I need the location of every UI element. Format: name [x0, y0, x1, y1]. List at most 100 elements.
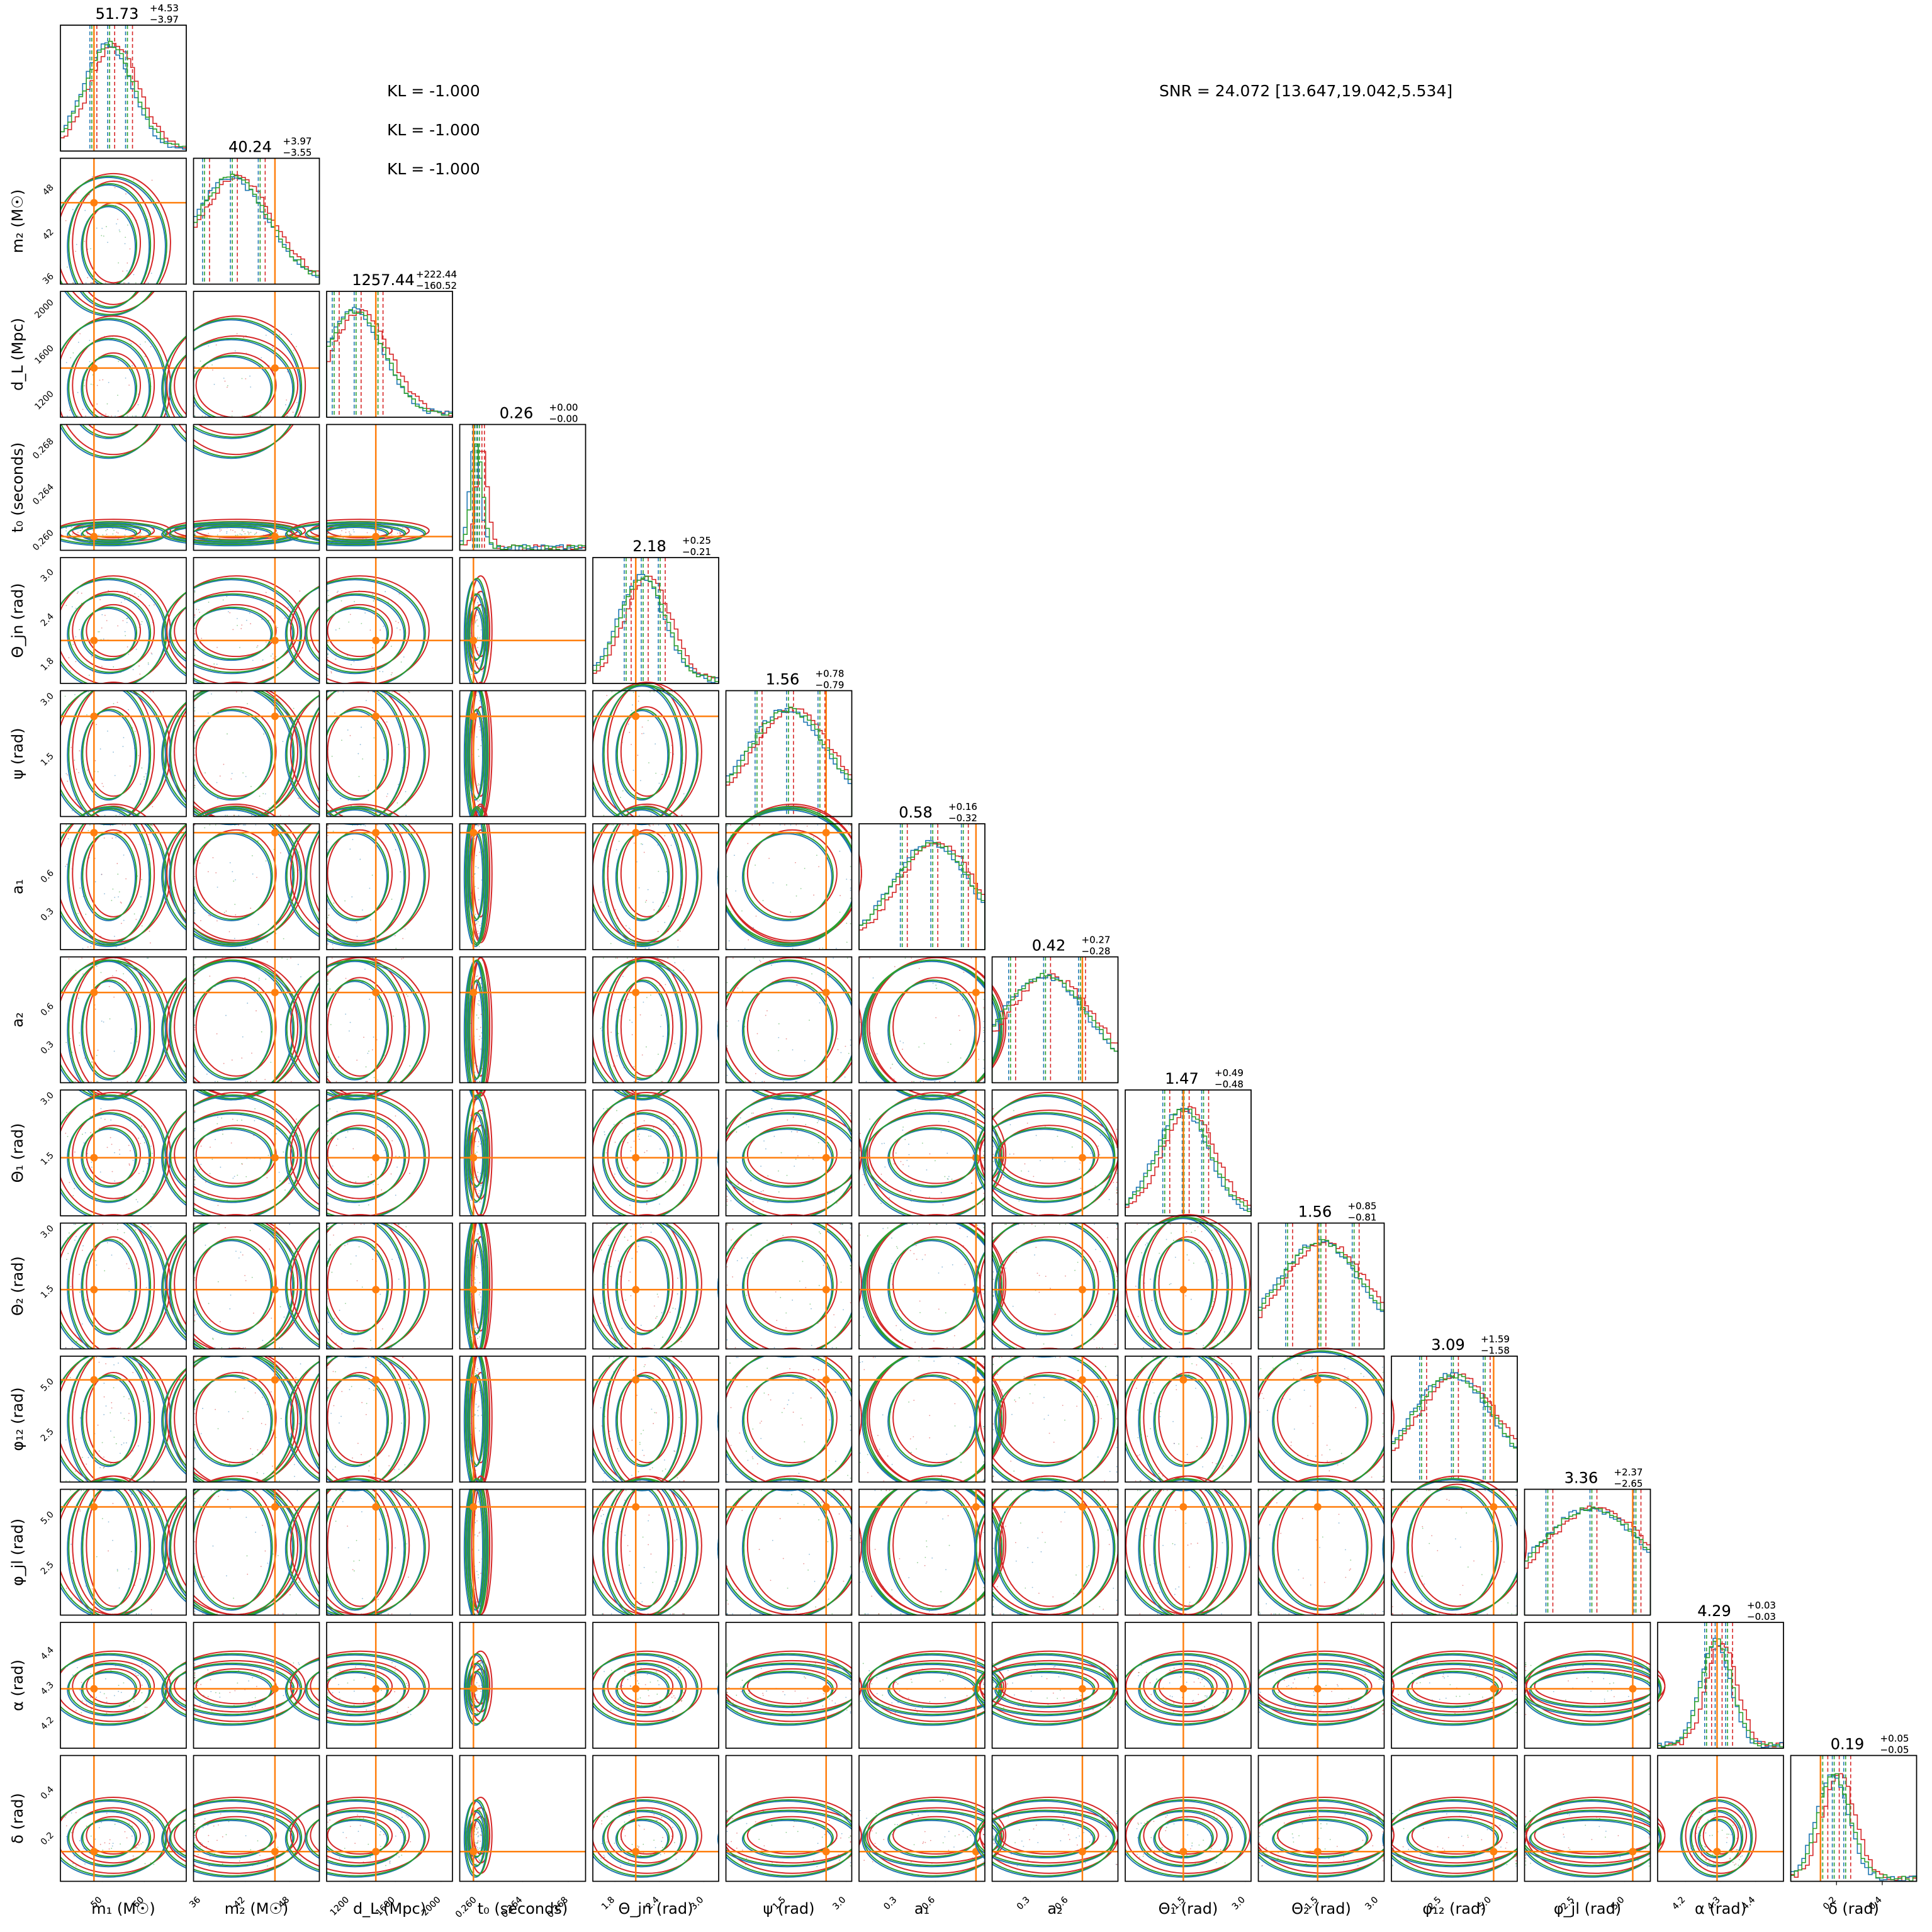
sample-dot [86, 714, 87, 716]
sample-dot [210, 915, 211, 917]
sample-dot [332, 830, 334, 832]
sample-dot [382, 671, 384, 673]
sample-dot [1191, 1232, 1193, 1233]
sample-dot [254, 1392, 256, 1394]
contour-2-0 [82, 606, 138, 660]
sample-dot [929, 1196, 930, 1198]
contour-0-2 [592, 682, 702, 822]
sample-dot [234, 904, 236, 906]
sample-dot [882, 1414, 884, 1416]
sample-dot [233, 814, 235, 816]
sample-dot [897, 1247, 899, 1249]
sample-dot [199, 612, 201, 613]
sample-dot [339, 627, 340, 629]
sample-dot [115, 814, 117, 816]
sample-dot [129, 248, 131, 250]
sample-dot [250, 386, 252, 388]
sample-dot [213, 663, 215, 665]
sample-dot [337, 691, 339, 693]
sample-dot [70, 1543, 72, 1545]
sample-dot [128, 385, 130, 386]
sample-dot [1186, 1254, 1188, 1255]
sample-dot [610, 773, 612, 775]
sample-dot [810, 1397, 812, 1399]
sample-dot [613, 1357, 615, 1358]
sample-dot [200, 920, 201, 921]
sample-dot [205, 415, 206, 417]
sample-dot [860, 1410, 862, 1412]
sample-dot [1034, 1254, 1035, 1256]
sample-dot [846, 923, 848, 924]
sample-dot [954, 1081, 956, 1082]
sample-dot [1137, 1409, 1138, 1411]
sample-dot [479, 851, 481, 853]
sample-dot [194, 1541, 196, 1542]
sample-dot [109, 1018, 111, 1019]
sample-dot [350, 1263, 352, 1265]
sample-dot [936, 1223, 938, 1225]
sample-dot [647, 719, 649, 721]
sample-dot [1016, 1252, 1018, 1253]
sample-dot [390, 646, 392, 647]
sample-dot [804, 868, 806, 869]
sample-dot [959, 1227, 961, 1229]
sample-dot [194, 1321, 196, 1323]
sample-dot [235, 534, 237, 536]
sample-dot [79, 1274, 80, 1275]
sample-dot [373, 1183, 374, 1185]
sample-dot [781, 1412, 783, 1413]
sample-dot [674, 962, 676, 963]
sample-dot [1048, 1432, 1050, 1434]
sample-dot [603, 1108, 605, 1109]
sample-dot [371, 1357, 372, 1358]
sample-dot [1099, 1347, 1100, 1349]
sample-dot [908, 1143, 909, 1145]
sample-dot [79, 333, 81, 335]
sample-dot [77, 415, 79, 417]
sample-dot [763, 1392, 765, 1394]
contour-panel-a1-vs-m2 [161, 803, 320, 950]
contour-1-0 [615, 710, 669, 801]
sample-dot [1077, 1369, 1079, 1371]
sample-dot [642, 843, 643, 845]
sample-dot [90, 1132, 92, 1133]
sample-dot [1382, 1357, 1384, 1358]
sample-dot [1059, 1223, 1060, 1225]
hist-title-plus-m2: +3.97 [283, 136, 312, 147]
sample-dot [983, 1461, 984, 1463]
sample-dot [482, 598, 483, 600]
sample-dot [1329, 1449, 1331, 1451]
sample-dot [330, 671, 332, 673]
sample-dot [242, 948, 244, 949]
sample-dot [1165, 1238, 1167, 1240]
contour-1-0 [81, 527, 137, 542]
sample-dot [107, 730, 108, 732]
sample-dot [395, 621, 396, 622]
sample-dot [149, 930, 150, 932]
contour-2-0 [889, 979, 977, 1079]
sample-dot [277, 667, 279, 668]
sample-dot [477, 824, 479, 826]
sample-dot [752, 1252, 754, 1254]
sample-dot [154, 604, 155, 605]
sample-dot [327, 1081, 329, 1082]
sample-dot [330, 1024, 332, 1026]
sample-dot [811, 1308, 812, 1310]
sample-dot [609, 1430, 610, 1432]
sample-dot [476, 1329, 478, 1331]
sample-dot [135, 282, 137, 284]
sample-dot [1159, 1416, 1161, 1417]
sample-dot [834, 1327, 836, 1328]
contour-0-0 [1158, 1371, 1218, 1464]
sample-dot [368, 1176, 369, 1177]
contour-2-0 [743, 979, 834, 1079]
sample-dot [204, 827, 206, 829]
sample-dot [212, 1339, 214, 1340]
sample-dot [196, 609, 198, 610]
contour-0-1 [310, 805, 410, 941]
sample-dot [107, 242, 108, 244]
sample-dot [126, 1263, 128, 1265]
sample-dot [77, 591, 79, 593]
sample-dot [101, 415, 103, 417]
sample-dot [811, 973, 812, 975]
